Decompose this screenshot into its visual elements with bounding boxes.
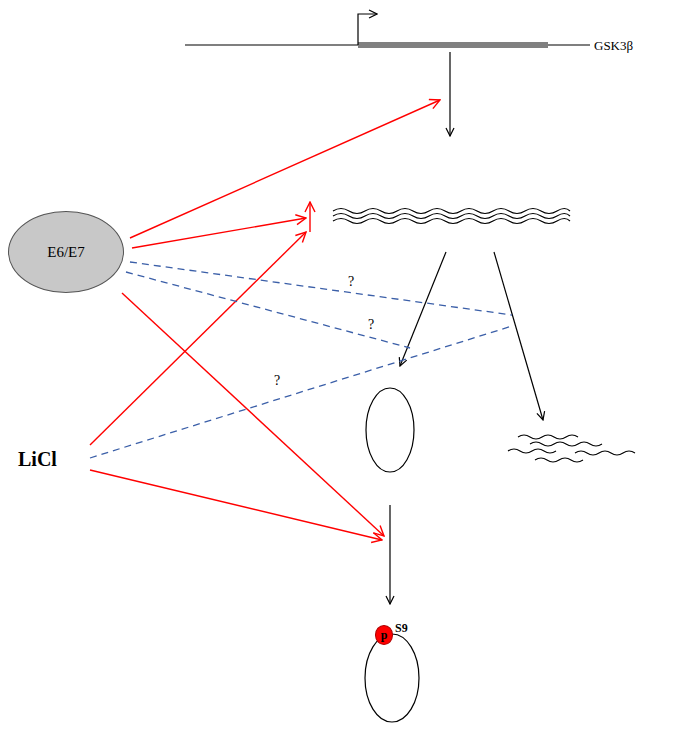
- effect-arrows: [90, 100, 440, 540]
- phospho-circle: p: [375, 625, 393, 644]
- degradation-arrow: [494, 252, 543, 420]
- gene-body: [358, 42, 548, 48]
- site-label: S9: [395, 622, 408, 634]
- unknown-mark: ?: [346, 275, 356, 289]
- unknown-mark: ?: [366, 318, 376, 332]
- degraded-mrna: [508, 435, 635, 462]
- mrna: [333, 209, 570, 224]
- agent-name: LiCl: [18, 449, 57, 469]
- unknown-mark: ?: [272, 374, 282, 388]
- unknown-links: [90, 262, 512, 458]
- phospho-protein: [365, 634, 419, 722]
- tss-arrow: [358, 14, 377, 45]
- node-text: p: [381, 629, 388, 641]
- oncoprotein-ellipse: E6/E7: [8, 211, 124, 293]
- gsk3b-protein: [366, 388, 414, 472]
- transcription-arrow: [449, 52, 450, 136]
- gene-name: GSK3β: [594, 39, 633, 52]
- node-text: E6/E7: [47, 245, 85, 260]
- phosphorylation-arrow: [389, 505, 390, 604]
